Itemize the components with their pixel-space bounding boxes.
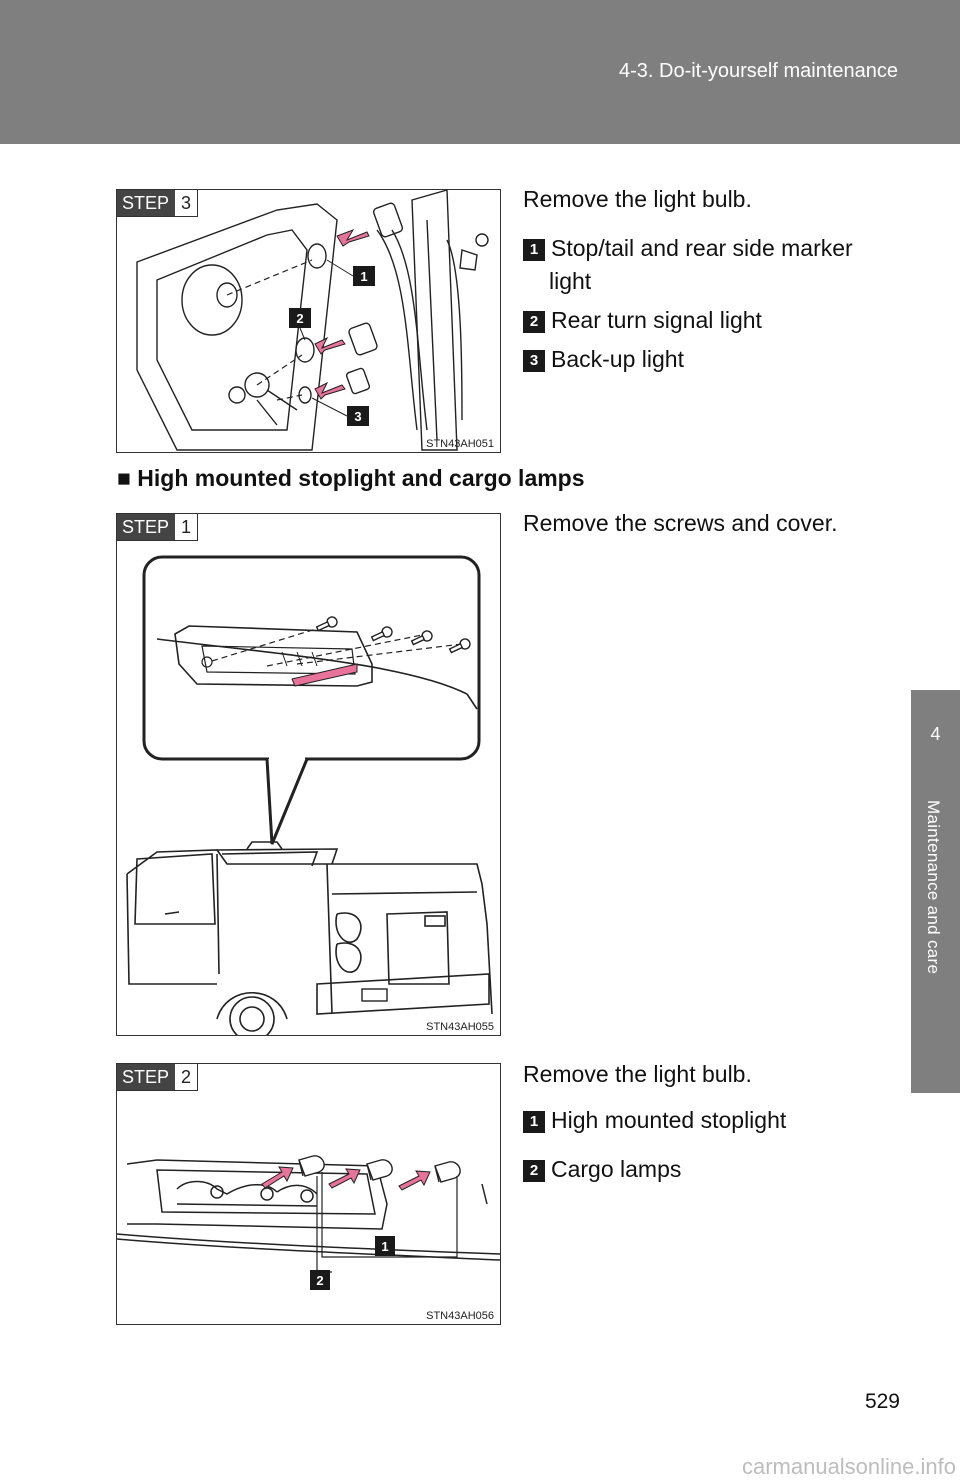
step-word: STEP [117,1064,176,1090]
step-word: STEP [117,190,176,216]
section-heading-text: High mounted stoplight and cargo lamps [137,465,585,491]
callout-1: 1 [381,1239,388,1254]
step-number: 3 [175,190,198,216]
item-number: 1 [523,1110,545,1133]
truck-cover-illustration [126,555,493,1035]
item-label: Back-up light [551,346,684,372]
figure-tail-light-bulbs: 1 2 3 STEP 3 STN43AH051 [116,189,501,453]
section-title: 4-3. Do-it-yourself maintenance [618,60,898,82]
callout-3: 3 [354,409,361,424]
step-number: 2 [175,1064,198,1090]
figure-stoplight-cover: STEP 1 STN43AH055 [116,513,501,1036]
watermark: carmanualsonline.info [741,1454,956,1479]
item-label-continued: light [549,268,592,294]
list-item: 3 Back-up light [523,344,684,374]
figure-code: STN43AH055 [426,1021,494,1033]
callout-2: 2 [296,311,303,326]
item-number: 1 [523,238,545,261]
item-label: High mounted stoplight [551,1107,787,1133]
list-item: 2 Rear turn signal light [523,305,762,335]
page-number: 529 [864,1390,900,1413]
step-word: STEP [117,514,176,540]
item-label: Cargo lamps [551,1156,682,1182]
figure-code: STN43AH056 [426,1310,494,1322]
step1-instruction: Remove the screws and cover. [523,510,838,536]
step2-instruction: Remove the light bulb. [523,1061,752,1087]
callout-2: 2 [316,1273,323,1288]
section-heading: ■ High mounted stoplight and cargo lamps [117,465,585,492]
item-number: 3 [523,349,545,372]
list-item: 1 Stop/tail and rear side marker [523,233,853,263]
list-item: 2 Cargo lamps [523,1154,681,1184]
item-label: Rear turn signal light [551,307,762,333]
chapter-side-tab: 4 Maintenance and care [911,690,960,1093]
chapter-label: Maintenance and care [924,800,943,975]
step-number: 1 [175,514,198,540]
section-marker: ■ [117,465,131,491]
figure-code: STN43AH051 [426,438,494,450]
item-number: 2 [523,1159,545,1182]
step3-instruction: Remove the light bulb. [523,186,752,212]
step-badge: STEP 1 [117,514,199,541]
item-number: 2 [523,310,545,333]
step-badge: STEP 3 [117,190,199,217]
item-label: Stop/tail and rear side marker [551,235,853,261]
callout-1: 1 [360,269,367,284]
chapter-number: 4 [930,724,941,744]
stoplight-bulbs-illustration: 1 2 [117,1155,500,1290]
tail-light-illustration: 1 2 3 [136,190,489,451]
page-header: 4-3. Do-it-yourself maintenance [0,0,960,144]
step-badge: STEP 2 [117,1064,199,1091]
list-item: 1 High mounted stoplight [523,1105,786,1135]
figure-stoplight-bulbs: 1 2 STEP 2 STN43AH056 [116,1063,501,1325]
